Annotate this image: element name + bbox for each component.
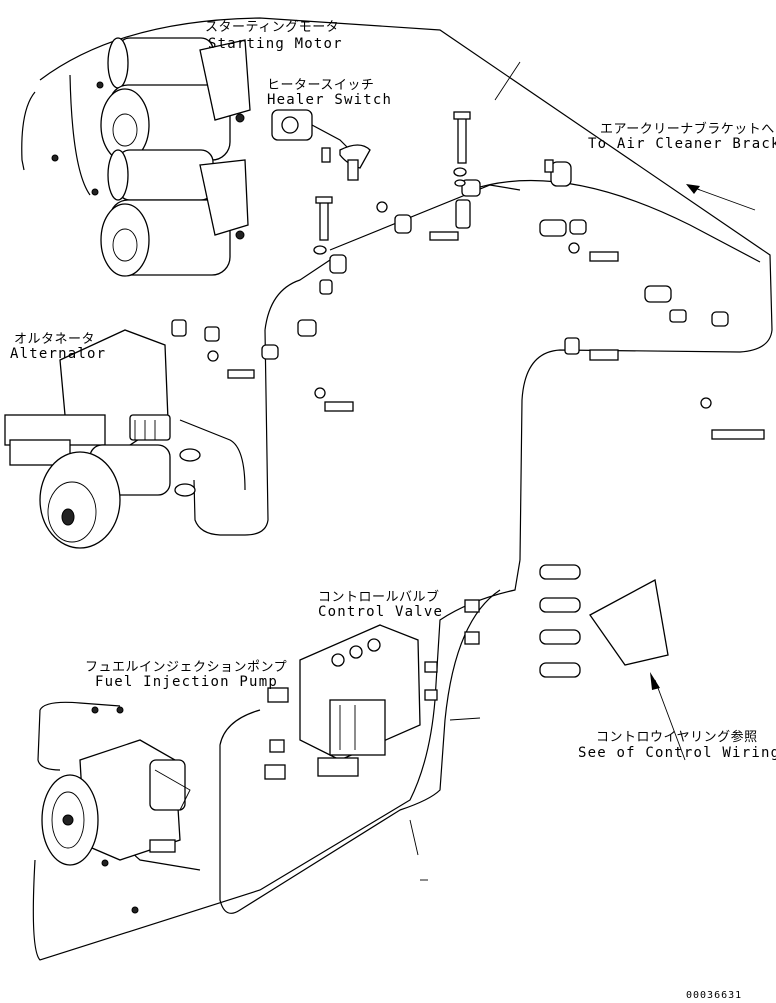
harness-lower-inner — [219, 589, 501, 914]
air-cleaner-label-jp: エアークリーナブラケットへ — [600, 122, 775, 137]
air-cleaner-label-en: To Air Cleaner Bracket — [588, 136, 776, 152]
harness-right-run — [469, 179, 761, 263]
heater-switch-label-en: Healer Switch — [267, 92, 393, 108]
heater-switch-label-jp: ヒータースイッチ — [267, 78, 375, 93]
wiring-connectors — [424, 564, 669, 701]
fasteners — [171, 111, 765, 440]
alternator-label-en: Alternalor — [10, 346, 107, 362]
starting-motor-label-en: Starting Motor — [208, 36, 343, 52]
leader-wiring — [654, 679, 686, 761]
leader-motor — [494, 61, 521, 101]
control-valve-label-en: Control Valve — [318, 604, 444, 620]
bolt-icon — [51, 154, 59, 162]
leader-air-cleaner — [699, 189, 756, 211]
alternator-label-jp: オルタネータ — [14, 332, 96, 347]
harness-fuel-loop — [37, 701, 121, 771]
starting-motor-label-jp: スターティングモータ — [205, 20, 340, 35]
harness-top-loop — [21, 91, 36, 171]
bolt-icon — [91, 188, 99, 196]
leader-cv — [449, 717, 481, 721]
fuel-pump-label-jp: フュエルインジェクションポンプ — [85, 660, 288, 675]
document-id: 00036631 — [686, 990, 743, 1001]
fuel-injection-pump — [41, 739, 191, 866]
harness-alt-run — [264, 259, 331, 331]
starting-motor-upper — [100, 37, 251, 162]
harness-upper-run — [69, 74, 91, 196]
fuel-pump-label-en: Fuel Injection Pump — [95, 674, 278, 690]
harness-alt-loop-2 — [179, 419, 246, 491]
control-wiring-label-en: See of Control Wiring — [578, 745, 776, 761]
alternator — [4, 329, 201, 549]
bolt-icon — [96, 81, 104, 89]
heater-switch — [271, 109, 371, 181]
control-wiring-label-jp: コントロウイヤリング参照 — [596, 730, 758, 745]
harness-mid-run — [329, 184, 521, 251]
harness-alt-loop — [193, 329, 269, 536]
starting-motor-lower — [100, 149, 249, 277]
control-valve-label-jp: コントロールバルブ — [318, 590, 440, 605]
control-valve — [264, 624, 421, 780]
leader-lower — [409, 819, 419, 856]
